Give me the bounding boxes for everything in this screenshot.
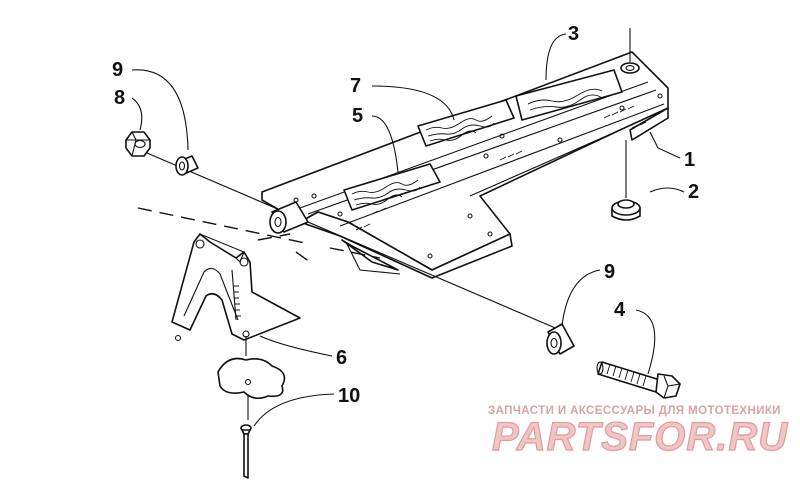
callout-8: 8 [114,87,125,109]
bolt-4 [596,361,681,399]
callout-5: 5 [352,105,363,127]
watermark: ЗАПЧАСТИ И АКСЕССУАРЫ ДЛЯ МОТОТЕХНИКИ PA… [488,405,788,460]
label-decal-7 [417,99,515,147]
callout-9-top: 9 [112,59,123,81]
bracket-6 [171,233,301,356]
callout-3: 3 [568,23,579,45]
rivet-10 [240,424,252,479]
callout-4: 4 [614,299,626,321]
spacer-9-top [175,155,199,176]
bushing [269,201,309,234]
spacer-9-bottom [546,323,575,355]
callout-2: 2 [688,181,699,203]
leader-lines [131,33,685,427]
callout-9-bottom: 9 [604,261,615,283]
center-line-long [139,149,561,331]
label-decal-3 [515,69,623,121]
callout-numbers: 9 8 7 5 3 1 2 9 4 6 10 [112,23,699,407]
grommet-2 [611,140,641,221]
callout-6: 6 [336,347,347,369]
watermark-brand: PARTSFOR.RU [492,415,788,459]
mounting-plate [261,28,669,279]
foam-pad [217,357,286,420]
callout-10: 10 [338,385,360,407]
label-decal-5 [343,163,441,211]
watermark-tagline: ЗАПЧАСТИ И АКСЕССУАРЫ ДЛЯ МОТОТЕХНИКИ [488,405,781,417]
callout-7: 7 [350,75,361,97]
nut-8 [125,131,151,157]
callout-1: 1 [684,149,695,171]
center-line-dashed [137,207,381,263]
